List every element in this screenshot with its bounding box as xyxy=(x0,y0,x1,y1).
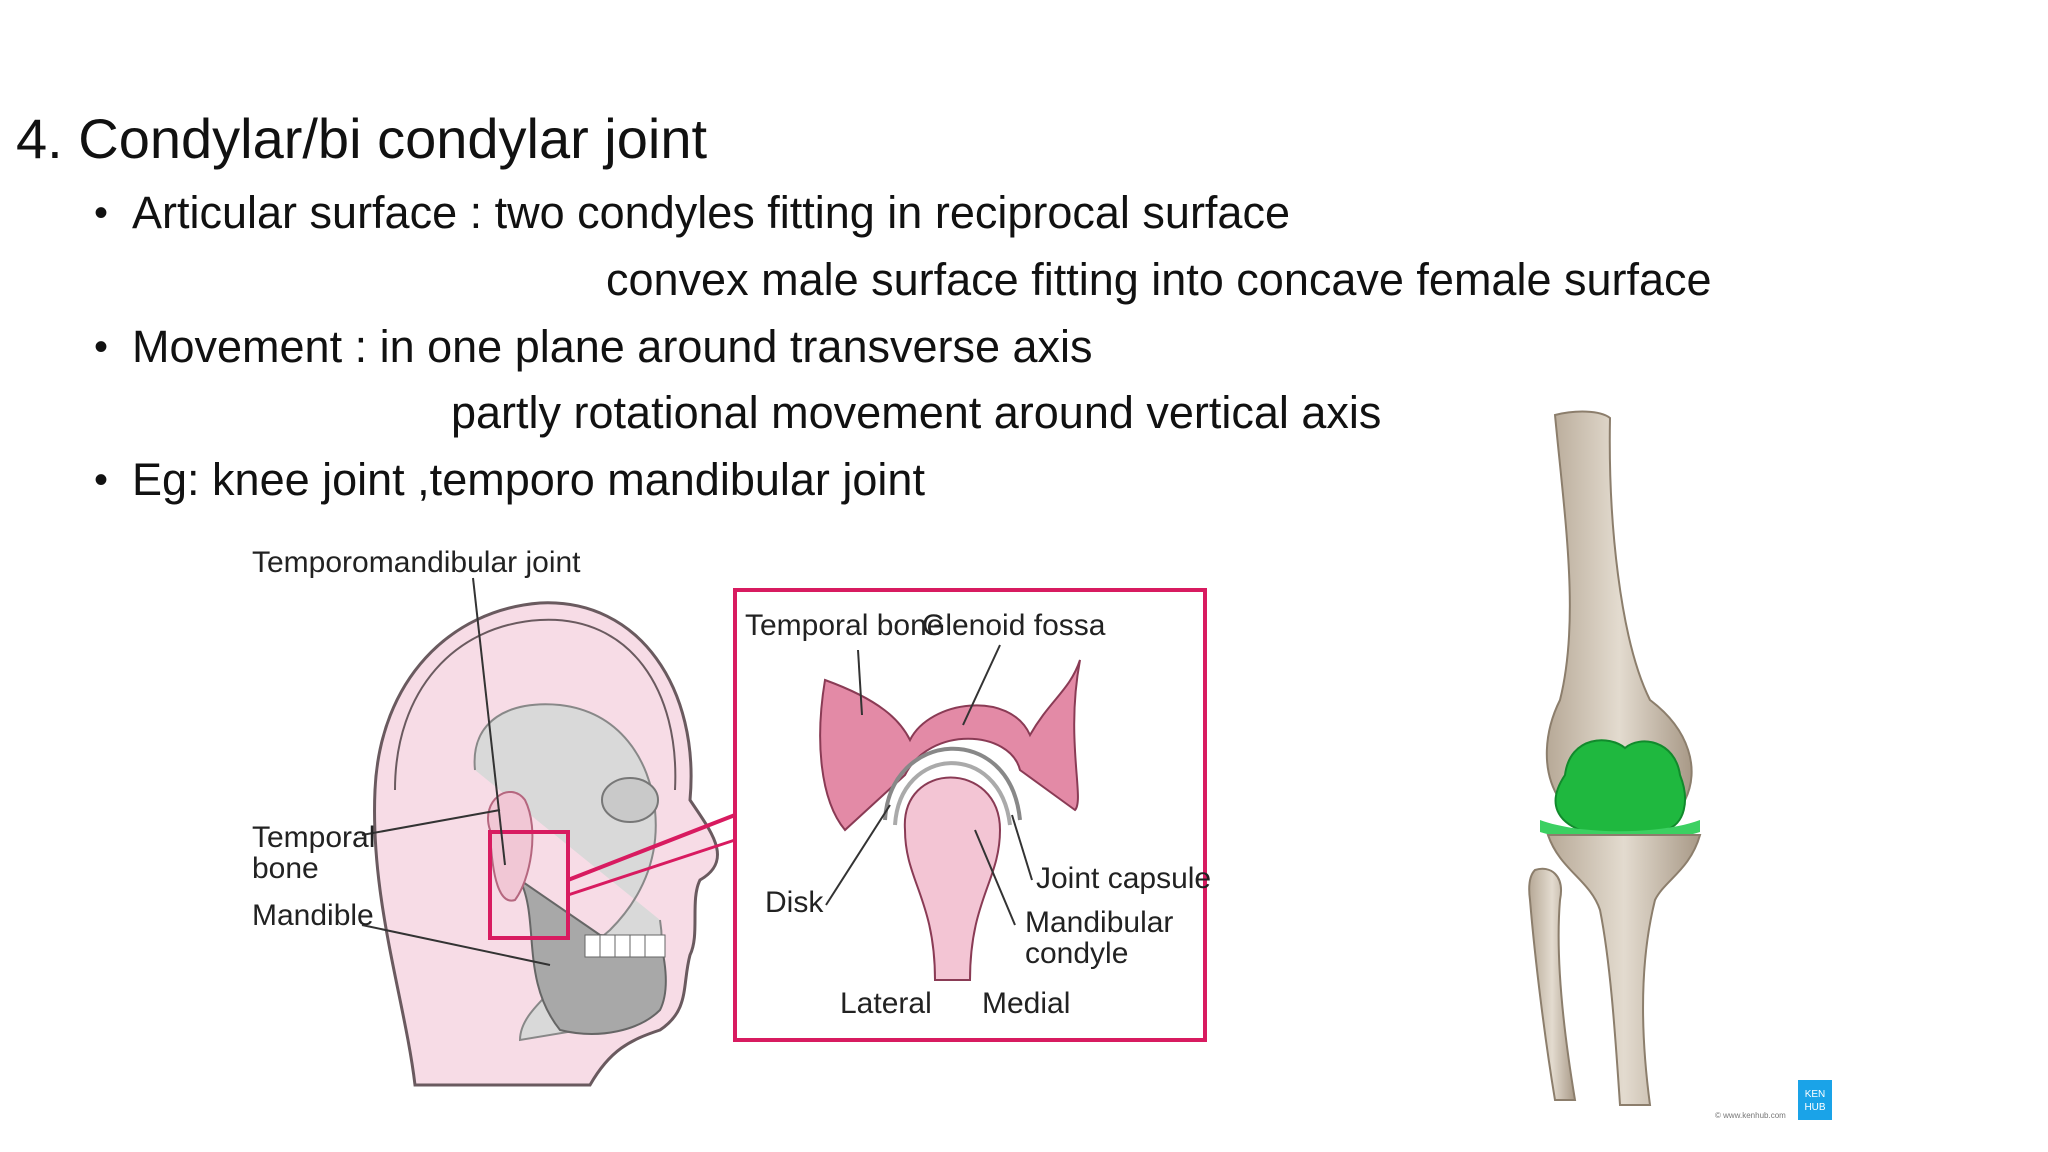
kenhub-badge xyxy=(1798,1080,1832,1120)
label-joint-capsule: Joint capsule xyxy=(1036,862,1211,895)
bullet-continuation-articular: convex male surface fitting into concave… xyxy=(606,254,1712,305)
label-lateral: Lateral xyxy=(840,987,932,1020)
bullet-continuation-movement: partly rotational movement around vertic… xyxy=(451,387,1382,438)
kenhub-credit: © www.kenhub.com xyxy=(1715,1111,1786,1120)
label-medial: Medial xyxy=(982,987,1070,1020)
slide-title: 4. Condylar/bi condylar joint xyxy=(16,107,708,170)
knee-illustration xyxy=(1528,410,1702,1106)
label-mandibular: Mandibular xyxy=(1025,906,1173,939)
bullet-text: Eg: knee joint ,temporo mandibular joint xyxy=(132,454,925,505)
connector-line xyxy=(567,813,736,882)
badge-text-1: KEN xyxy=(1805,1089,1826,1100)
badge-text-2: HUB xyxy=(1804,1102,1825,1113)
label-tmj: Temporomandibular joint xyxy=(252,546,581,579)
bullet-dot: • xyxy=(94,191,109,235)
bullet-example: • Eg: knee joint ,temporo mandibular joi… xyxy=(94,453,925,507)
bullet-dot: • xyxy=(94,325,109,369)
head-silhouette xyxy=(373,601,719,1087)
bullet-text: Movement : in one plane around transvers… xyxy=(132,321,1093,372)
bullet-dot: • xyxy=(94,458,109,502)
label-temporal: Temporal xyxy=(252,821,375,854)
tmj-highlight-box xyxy=(488,830,570,940)
tmj-inset xyxy=(733,588,1207,1042)
bullet-movement: • Movement : in one plane around transve… xyxy=(94,320,1093,374)
label-mandible: Mandible xyxy=(252,899,374,932)
leader-line xyxy=(361,809,501,836)
label-temporal-bone: Temporal bone xyxy=(745,609,943,642)
connector-line xyxy=(567,838,736,897)
leader-line xyxy=(361,924,551,966)
label-glenoid-fossa: Glenoid fossa xyxy=(922,609,1106,642)
bullet-text: Articular surface : two condyles fitting… xyxy=(132,187,1290,238)
label-condyle: condyle xyxy=(1025,937,1128,970)
label-temporal-2: bone xyxy=(252,852,319,885)
leader-line xyxy=(472,577,506,866)
bullet-articular-surface: • Articular surface : two condyles fitti… xyxy=(94,186,1290,240)
label-disk: Disk xyxy=(765,886,824,919)
